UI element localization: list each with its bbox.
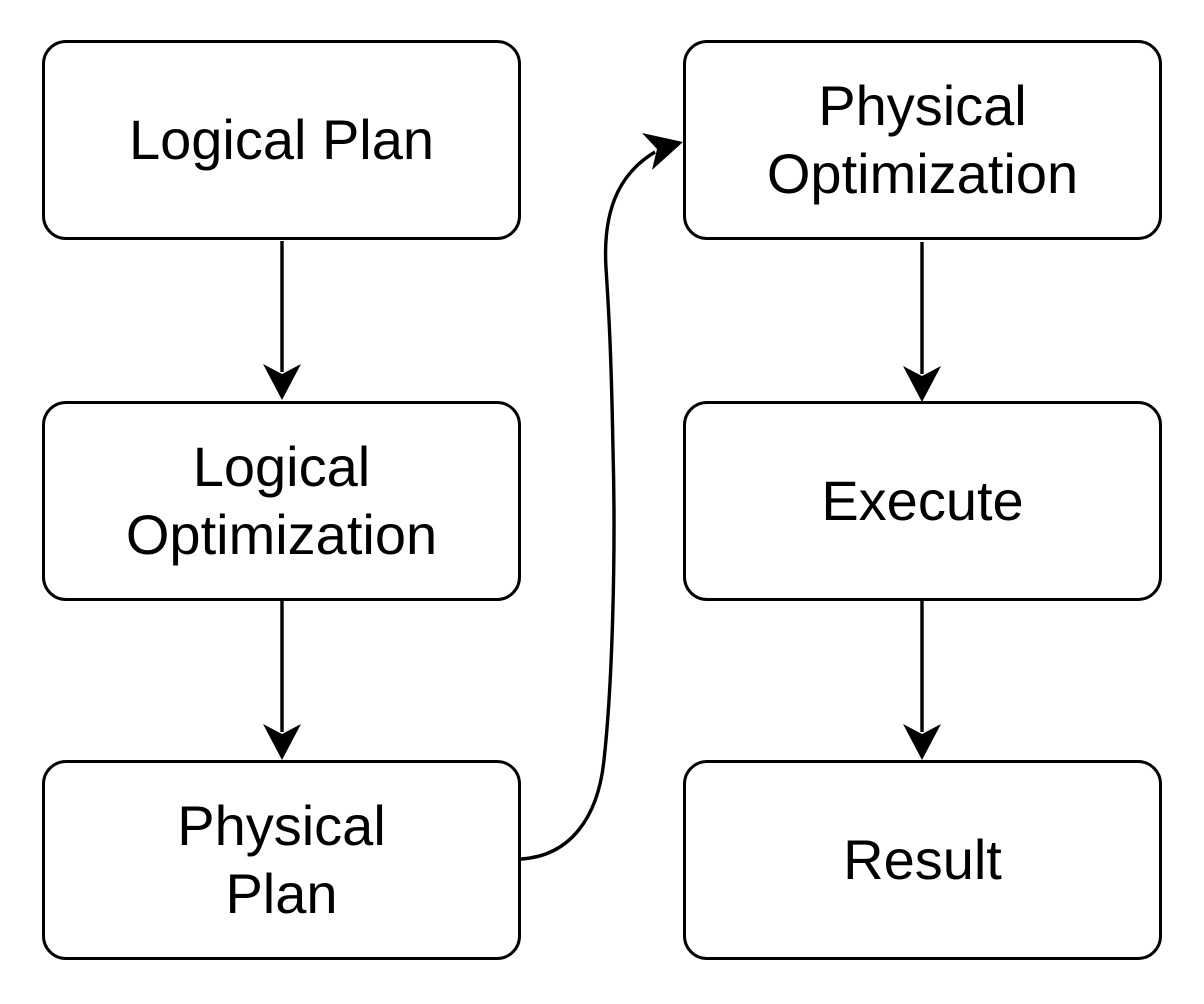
node-result-label: Result bbox=[843, 828, 1002, 891]
node-physical-plan: Physical Plan bbox=[42, 760, 521, 960]
node-logical-optimization-label: Logical Optimization bbox=[125, 435, 438, 566]
node-physical-plan-label: Physical Plan bbox=[177, 794, 386, 925]
node-logical-plan: Logical Plan bbox=[42, 40, 521, 240]
node-logical-plan-label: Logical Plan bbox=[128, 108, 435, 171]
arrow-logical-plan-to-logical-optimization bbox=[263, 241, 301, 400]
node-execute-label: Execute bbox=[821, 469, 1024, 532]
node-physical-optimization: Physical Optimization bbox=[683, 40, 1162, 240]
node-logical-optimization: Logical Optimization bbox=[42, 401, 521, 601]
arrow-logical-optimization-to-physical-plan bbox=[263, 601, 301, 760]
node-physical-optimization-label: Physical Optimization bbox=[766, 74, 1079, 205]
arrow-physical-plan-to-physical-optimization bbox=[520, 133, 683, 861]
arrow-physical-optimization-to-execute bbox=[903, 242, 941, 402]
arrow-execute-to-result bbox=[903, 600, 941, 760]
node-execute: Execute bbox=[683, 401, 1162, 601]
node-result: Result bbox=[683, 760, 1162, 960]
